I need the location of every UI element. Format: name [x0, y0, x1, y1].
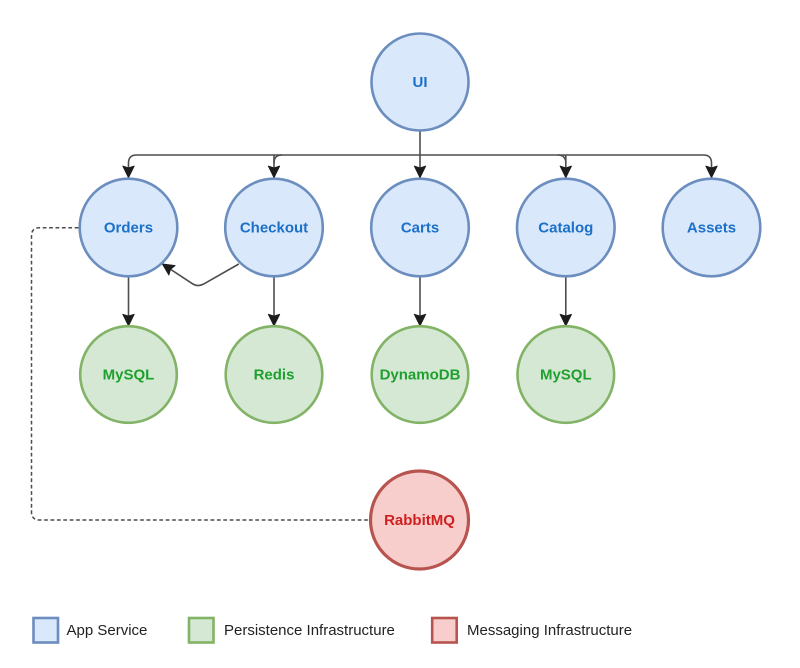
svg-text:App Service: App Service	[67, 622, 148, 639]
svg-text:Assets: Assets	[687, 220, 736, 237]
svg-text:Checkout: Checkout	[240, 220, 308, 237]
svg-text:Orders: Orders	[104, 220, 153, 237]
svg-text:MySQL: MySQL	[103, 367, 155, 384]
svg-text:Carts: Carts	[401, 220, 439, 237]
svg-text:UI: UI	[413, 74, 428, 91]
svg-text:Redis: Redis	[254, 367, 295, 384]
svg-text:Persistence Infrastructure: Persistence Infrastructure	[224, 622, 395, 639]
svg-text:Messaging Infrastructure: Messaging Infrastructure	[467, 622, 632, 639]
svg-text:DynamoDB: DynamoDB	[380, 367, 461, 384]
svg-text:RabbitMQ: RabbitMQ	[384, 512, 455, 529]
svg-text:MySQL: MySQL	[540, 367, 592, 384]
svg-text:Catalog: Catalog	[538, 220, 593, 237]
